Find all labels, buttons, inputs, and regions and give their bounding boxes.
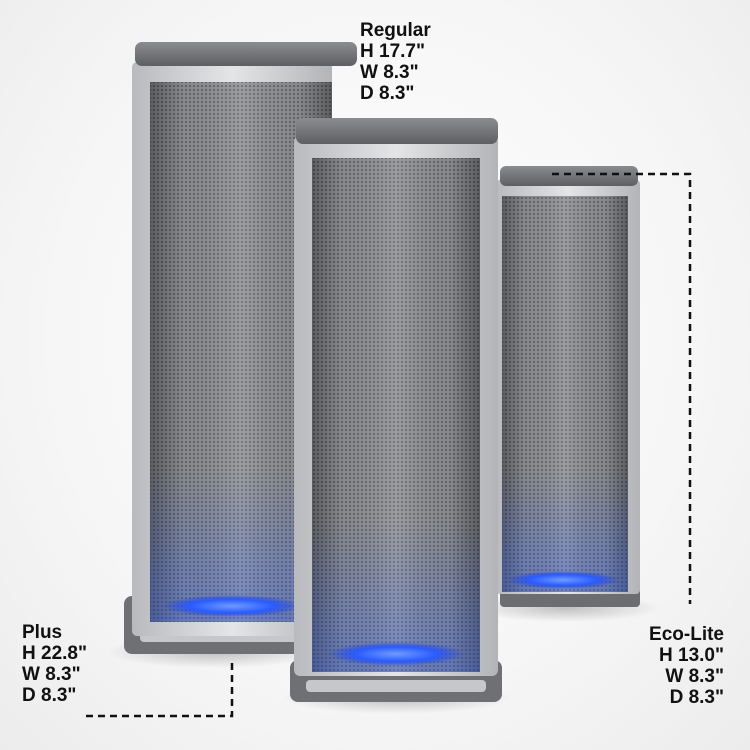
eco-lite-purifier	[470, 166, 660, 622]
regular-width: W 8.3"	[360, 62, 419, 83]
eco-lite-depth: D 8.3"	[669, 687, 724, 708]
eco-lite-width: W 8.3"	[665, 666, 724, 687]
regular-top-cap	[296, 118, 498, 144]
plus-width: W 8.3"	[22, 664, 81, 685]
regular-purifier	[282, 118, 512, 714]
plus-height: H 22.8"	[22, 643, 87, 664]
plus-spec-label: Plus H 22.8" W 8.3" D 8.3"	[22, 622, 87, 706]
eco-lite-height: H 13.0"	[659, 645, 724, 666]
plus-depth: D 8.3"	[22, 685, 77, 706]
eco-lite-dimension-line	[552, 172, 692, 604]
eco-lite-top-cap	[500, 166, 638, 186]
plus-top-cap	[135, 42, 357, 66]
plus-name: Plus	[22, 622, 63, 643]
regular-name: Regular	[360, 20, 431, 41]
eco-lite-spec-label: Eco-Lite H 13.0" W 8.3" D 8.3"	[649, 624, 724, 708]
regular-height: H 17.7"	[360, 41, 425, 62]
regular-light-ring	[328, 642, 464, 666]
eco-lite-light-ring	[507, 571, 619, 589]
eco-lite-name: Eco-Lite	[649, 624, 724, 645]
plus-dimension-line	[86, 662, 234, 718]
regular-spec-label: Regular H 17.7" W 8.3" D 8.3"	[360, 20, 431, 104]
regular-depth: D 8.3"	[360, 83, 415, 104]
plus-light-ring	[162, 595, 302, 617]
